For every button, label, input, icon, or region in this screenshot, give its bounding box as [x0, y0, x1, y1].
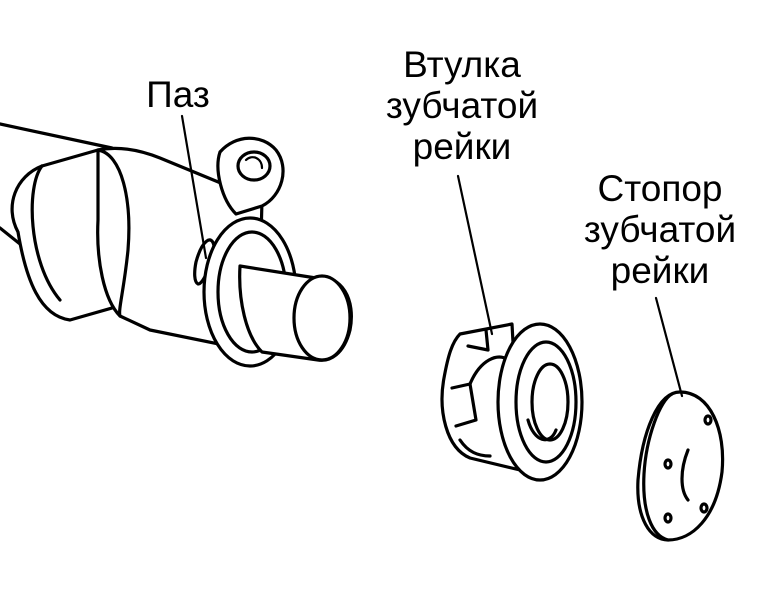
label-rack-stopper-line-3: рейки [610, 250, 710, 291]
label-rack-bushing-line-1: Втулка [403, 44, 521, 85]
label-rack-stopper-line-2: зубчатой [583, 209, 737, 250]
leader-bushing [456, 174, 494, 336]
leader-stopper [654, 296, 684, 398]
leader-lines [180, 114, 684, 398]
label-groove-line: Паз [146, 74, 210, 115]
label-groove: Паз [138, 74, 218, 115]
label-rack-stopper: Стопор зубчатой рейки [565, 168, 755, 291]
label-rack-bushing-line-2: зубчатой [385, 85, 539, 126]
rack-bushing [440, 322, 584, 482]
label-rack-bushing-line-3: рейки [412, 126, 512, 167]
label-rack-stopper-line-1: Стопор [597, 168, 723, 209]
rack-shaft [238, 264, 353, 362]
label-rack-bushing: Втулка зубчатой рейки [362, 44, 562, 167]
leader-groove [180, 114, 208, 260]
rack-stopper [636, 390, 725, 542]
rack-housing [0, 122, 285, 354]
